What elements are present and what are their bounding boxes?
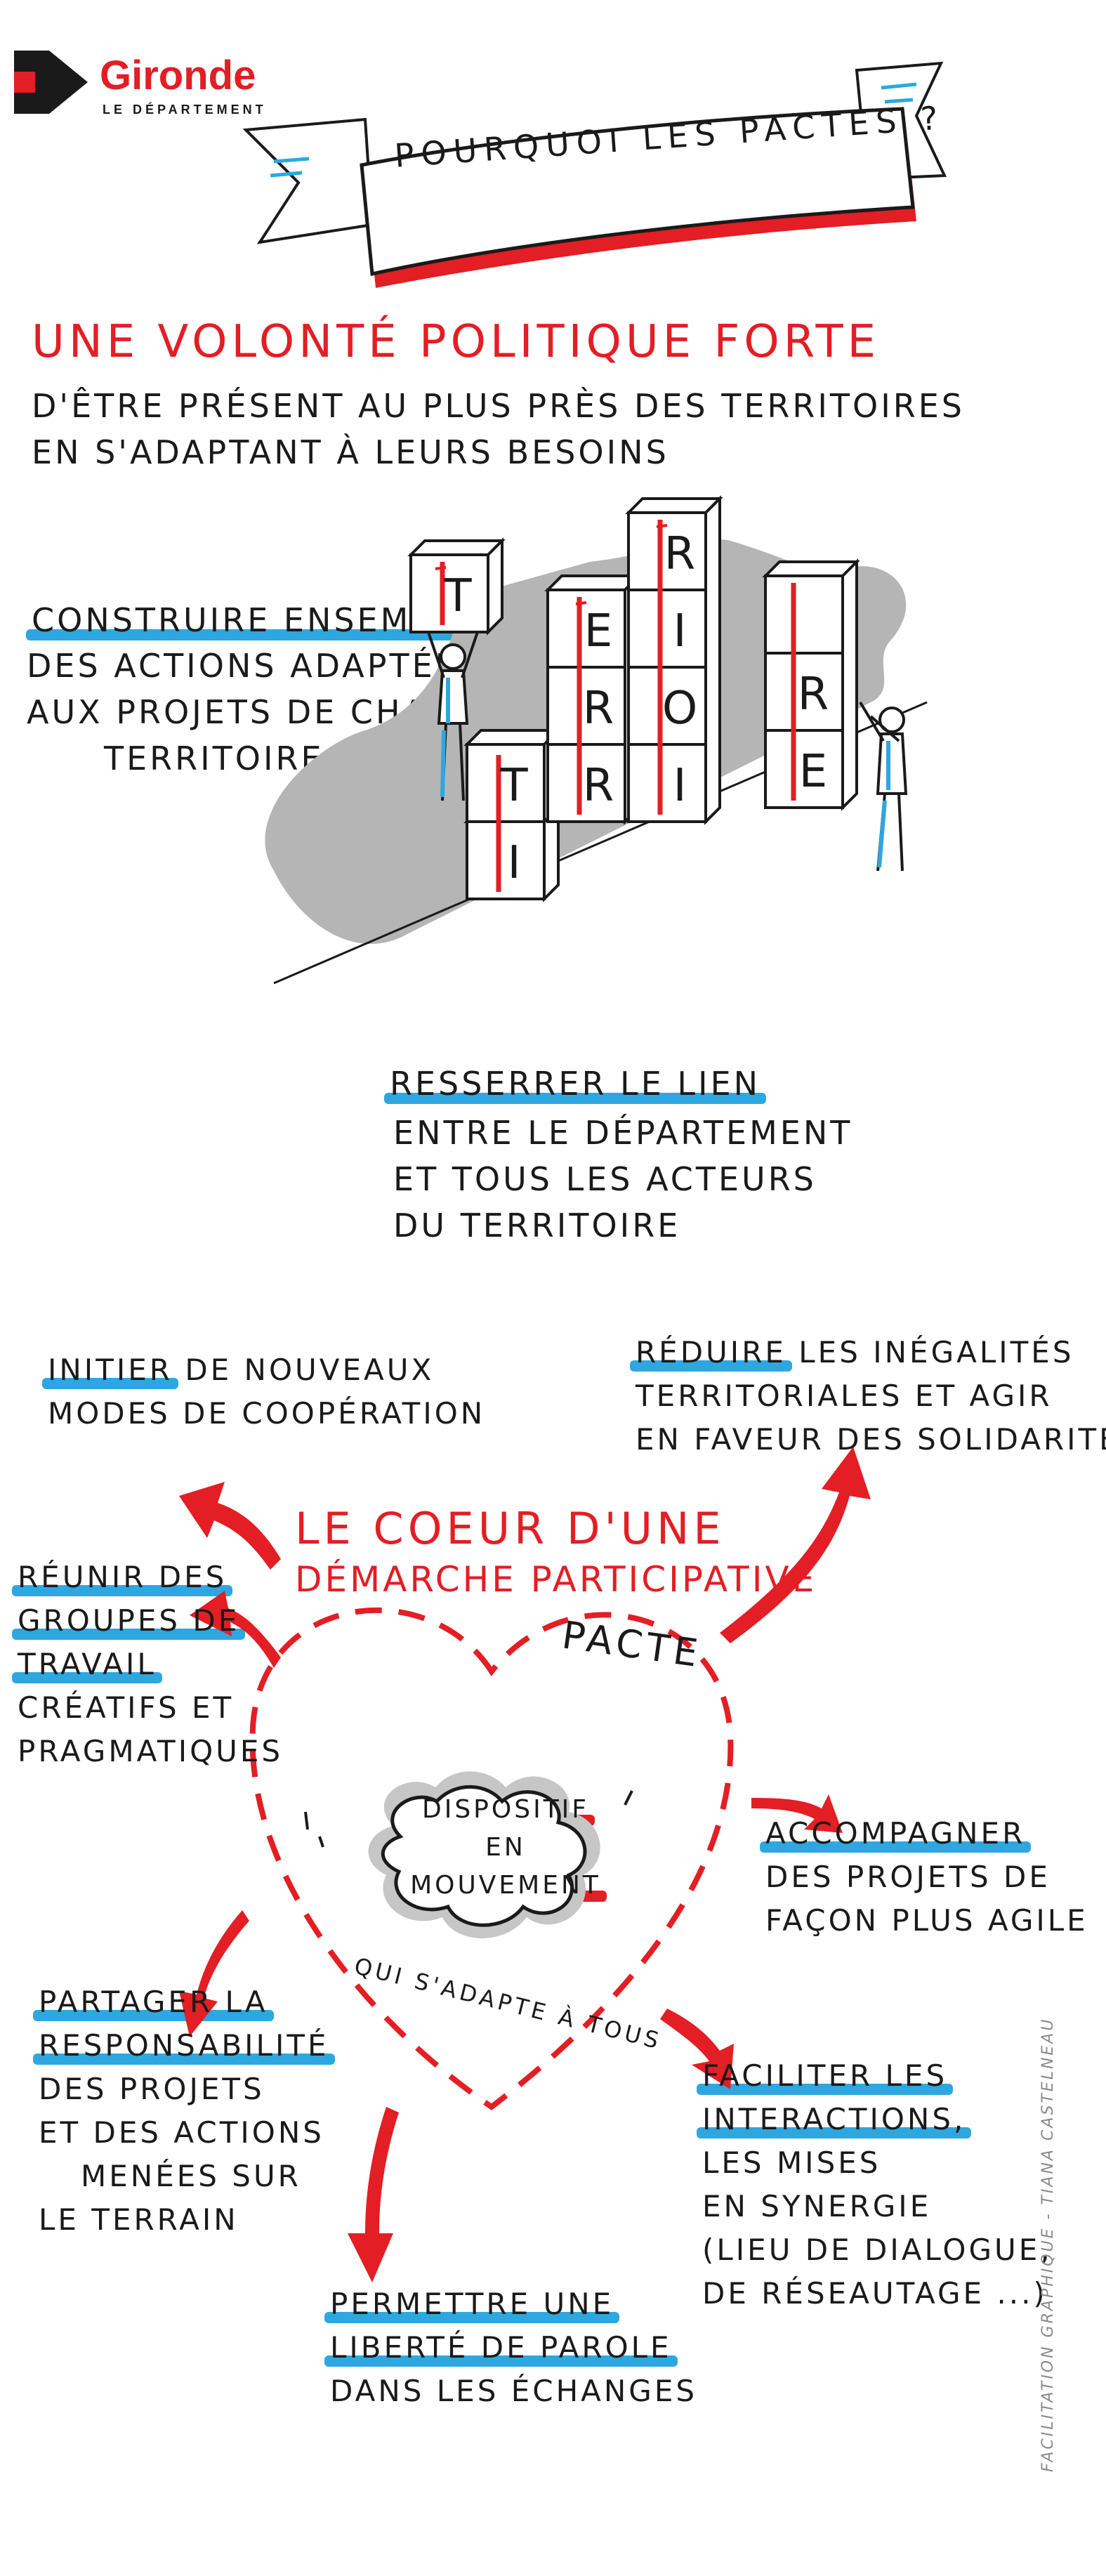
logo-wordmark: Gironde bbox=[100, 53, 256, 98]
construire-heading-text: CONSTRUIRE ENSEMBLE bbox=[26, 597, 486, 643]
branch-line: MENÉES SUR bbox=[81, 2159, 301, 2193]
branch-key: INTERACTIONS, bbox=[696, 2098, 972, 2141]
branch-key: RESPONSABILITÉ bbox=[33, 2024, 335, 2068]
branch-partager: PARTAGER LA RESPONSABILITÉ DES PROJETS E… bbox=[33, 1980, 335, 2242]
resserrer-heading: RESSERRER LE LIEN bbox=[383, 1060, 767, 1107]
branch-text: LES INÉGALITÉS bbox=[798, 1335, 1074, 1369]
svg-text:E: E bbox=[799, 746, 827, 798]
svg-text:O: O bbox=[662, 683, 697, 735]
branch-key: TRAVAIL bbox=[12, 1643, 162, 1686]
branch-key: PERMETTRE UNE bbox=[324, 2282, 620, 2326]
volonte-line: EN S'ADAPTANT À LEURS BESOINS bbox=[32, 433, 669, 471]
resserrer-line: ENTRE LE DÉPARTEMENT bbox=[393, 1114, 853, 1152]
branch-line: DES PROJETS bbox=[39, 2072, 265, 2106]
resserrer-line: DU TERRITOIRE bbox=[393, 1207, 681, 1244]
branch-line: DE RÉSEAUTAGE ...) bbox=[702, 2276, 1048, 2311]
territoire-blocks-illustration: T T I E R R R I O I R E bbox=[197, 478, 990, 1110]
volonte-line: D'ÊTRE PRÉSENT AU PLUS PRÈS DES TERRITOI… bbox=[32, 387, 966, 425]
branch-key: RÉUNIR DES bbox=[11, 1556, 233, 1599]
branch-line: DANS LES ÉCHANGES bbox=[330, 2374, 698, 2408]
svg-text:R: R bbox=[583, 683, 614, 735]
branch-line: LES MISES bbox=[702, 2145, 881, 2180]
branch-line: TERRITORIALES ET AGIR bbox=[636, 1379, 1053, 1413]
gironde-logo: Gironde LE DÉPARTEMENT bbox=[14, 35, 316, 126]
branch-key: INITIER bbox=[42, 1348, 178, 1392]
branch-key: GROUPES DE bbox=[11, 1599, 246, 1643]
svg-text:R: R bbox=[664, 528, 695, 580]
coeur-subheading: DÉMARCHE PARTICIPATIVE bbox=[295, 1559, 817, 1600]
branch-line: PRAGMATIQUES bbox=[18, 1734, 284, 1768]
branch-line: DES PROJETS DE bbox=[765, 1860, 1051, 1894]
branch-reunir: RÉUNIR DES GROUPES DE TRAVAIL CRÉATIFS E… bbox=[11, 1556, 284, 1773]
branch-reduire: RÉDUIRE LES INÉGALITÉS TERRITORIALES ET … bbox=[630, 1331, 1106, 1461]
svg-text:I: I bbox=[673, 605, 687, 657]
branch-key: LIBERTÉ DE PAROLE bbox=[324, 2326, 678, 2370]
construire-heading: CONSTRUIRE ENSEMBLE bbox=[26, 597, 486, 643]
resserrer-heading-text: RESSERRER LE LIEN bbox=[383, 1060, 767, 1107]
svg-text:R: R bbox=[798, 669, 829, 721]
svg-text:I: I bbox=[673, 760, 687, 812]
branch-initier: INITIER DE NOUVEAUX MODES DE COOPÉRATION bbox=[42, 1348, 486, 1435]
logo-mark-icon bbox=[14, 51, 88, 114]
branch-key: ACCOMPAGNER bbox=[759, 1812, 1032, 1855]
dispositif-line: EN bbox=[480, 1829, 532, 1867]
credit-text: FACILITATION GRAPHIQUE - TIANA CASTELNEA… bbox=[1039, 2017, 1057, 2472]
volonte-text: D'ÊTRE PRÉSENT AU PLUS PRÈS DES TERRITOI… bbox=[32, 383, 965, 475]
svg-text:I: I bbox=[508, 837, 521, 889]
branch-key: FACILITER LES bbox=[696, 2054, 954, 2098]
branch-key: RÉDUIRE bbox=[630, 1331, 792, 1374]
dispositif-label: DISPOSITIF EN MOUVEMENT bbox=[379, 1791, 632, 1905]
resserrer-line: ET TOUS LES ACTEURS bbox=[393, 1160, 817, 1198]
branch-permettre: PERMETTRE UNE LIBERTÉ DE PAROLE DANS LES… bbox=[324, 2282, 698, 2413]
coeur-heading: LE COEUR D'UNE bbox=[295, 1503, 725, 1554]
branch-line: EN SYNERGIE bbox=[702, 2189, 932, 2223]
dispositif-line: DISPOSITIF bbox=[416, 1791, 595, 1829]
branch-faciliter: FACILITER LES INTERACTIONS, LES MISES EN… bbox=[696, 2054, 1053, 2315]
logo-subtitle: LE DÉPARTEMENT bbox=[103, 103, 267, 117]
branch-line: MODES DE COOPÉRATION bbox=[48, 1396, 486, 1431]
svg-text:R: R bbox=[583, 760, 614, 812]
dispositif-line: MOUVEMENT bbox=[404, 1867, 607, 1905]
volonte-heading: UNE VOLONTÉ POLITIQUE FORTE bbox=[32, 316, 881, 368]
branch-text: DE NOUVEAUX bbox=[185, 1353, 435, 1387]
branch-line: CRÉATIFS ET bbox=[18, 1690, 235, 1725]
branch-line: LE TERRAIN bbox=[39, 2202, 239, 2237]
branch-line: FAÇON PLUS AGILE bbox=[765, 1903, 1088, 1938]
branch-line: EN FAVEUR DES SOLIDARITÉS bbox=[636, 1422, 1106, 1457]
branch-accompagner: ACCOMPAGNER DES PROJETS DE FAÇON PLUS AG… bbox=[759, 1812, 1088, 1943]
svg-text:T: T bbox=[443, 570, 472, 622]
svg-text:E: E bbox=[584, 605, 612, 657]
title-banner bbox=[232, 56, 948, 295]
branch-line: ET DES ACTIONS bbox=[39, 2115, 324, 2150]
construire-line: TERRITOIRE bbox=[104, 740, 324, 777]
construire-line: DES ACTIONS ADAPTÉES bbox=[27, 647, 482, 685]
branch-line: (LIEU DE DIALOGUE, bbox=[702, 2233, 1053, 2267]
branch-key: PARTAGER LA bbox=[33, 1980, 274, 2024]
resserrer-text: ENTRE LE DÉPARTEMENT ET TOUS LES ACTEURS… bbox=[393, 1110, 852, 1249]
svg-text:T: T bbox=[499, 760, 528, 812]
